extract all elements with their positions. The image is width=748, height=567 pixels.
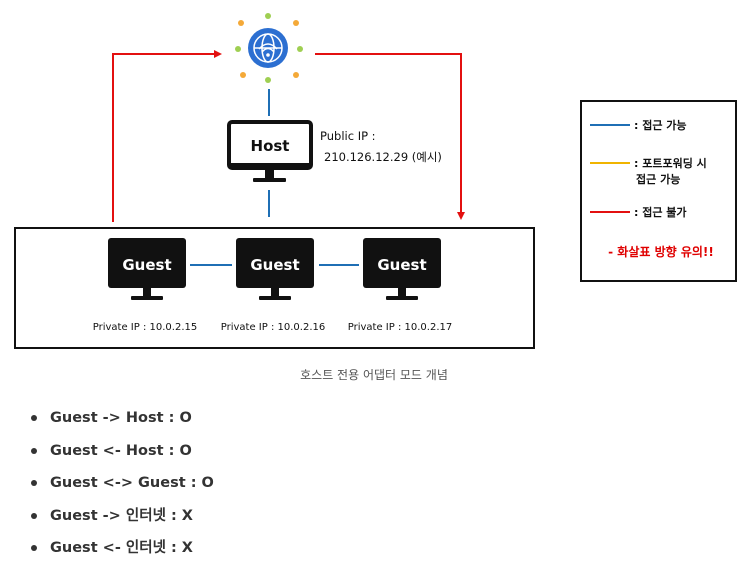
legend-accessible-text: : 접근 가능 [634,118,687,132]
legend: : 접근 가능 : 포트포워딩 시 접근 가능 : 접근 불가 - 화살표 방향… [580,100,737,282]
host-computer-icon [227,120,313,182]
guest-label-3: Guest [377,256,426,274]
legend-portforward-text-2: 접근 가능 [636,172,680,186]
list-item: Guest -> Host : O [28,404,214,437]
public-ip-label: Public IP : [320,129,376,143]
list-item: Guest <- 인터넷 : X [28,534,214,567]
list-item: Guest -> 인터넷 : X [28,502,214,535]
public-ip-value: 210.126.12.29 (예시) [324,150,442,164]
private-ip-1: Private IP : 10.0.2.15 [93,322,197,333]
legend-blocked-text: : 접근 불가 [634,205,687,219]
list-item: Guest <-> Guest : O [28,469,214,502]
legend-portforward-text-1: : 포트포워딩 시 [634,156,707,170]
internet-globe-icon [235,13,303,83]
legend-arrow-note: - 화살표 방향 유의!! [608,244,714,259]
private-ip-3: Private IP : 10.0.2.17 [348,322,452,333]
list-item: Guest <- Host : O [28,437,214,470]
blocked-arrow-right [315,53,465,220]
guest-label-2: Guest [250,256,299,274]
guest-computer-icon-2 [236,238,314,300]
host-label: Host [251,137,290,155]
guest-computer-icon-1 [108,238,186,300]
access-rules-list: Guest -> Host : O Guest <- Host : O Gues… [28,404,214,567]
diagram-caption: 호스트 전용 어댑터 모드 개념 [300,368,448,382]
guest-network-box [14,227,535,349]
guest-computer-icon-3 [363,238,441,300]
private-ip-2: Private IP : 10.0.2.16 [221,322,325,333]
guest-label-1: Guest [122,256,171,274]
network-diagram: Host Public IP : 210.126.12.29 (예시) Gues… [14,13,737,349]
blocked-arrow-left [112,50,222,222]
